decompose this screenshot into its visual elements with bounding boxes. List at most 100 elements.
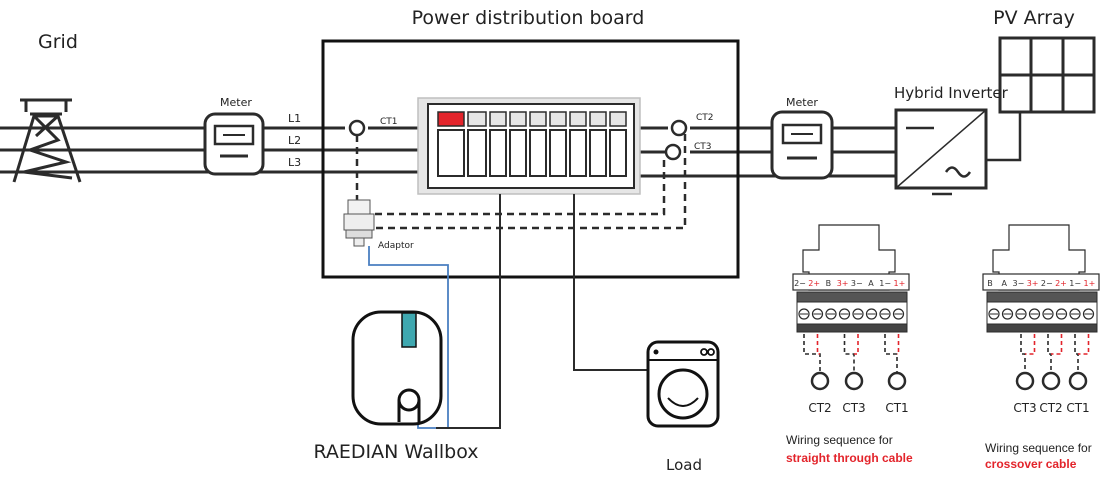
ct-wire-positive bbox=[1078, 334, 1090, 355]
ct-signal-wires bbox=[355, 134, 687, 230]
ct-wire-positive bbox=[1051, 334, 1063, 355]
pv-array-label: PV Array bbox=[993, 7, 1075, 29]
adaptor-label: Adaptor bbox=[378, 241, 414, 251]
crossover-caption-line1: Wiring sequence for bbox=[985, 441, 1092, 455]
washing-machine-icon bbox=[646, 340, 720, 428]
adaptor-icon bbox=[343, 199, 375, 247]
pin-label: B bbox=[826, 279, 832, 288]
pin-label: 1− bbox=[879, 279, 891, 288]
ct-ring-icon bbox=[1015, 371, 1035, 391]
pin-label: 1+ bbox=[894, 279, 906, 288]
breaker-handle bbox=[589, 111, 607, 127]
breaker-body bbox=[589, 129, 607, 177]
meter-left-icon bbox=[203, 112, 265, 176]
breaker-handle bbox=[569, 111, 587, 127]
ct-label: CT1 bbox=[885, 401, 908, 415]
pin-label: 2+ bbox=[1055, 279, 1067, 288]
ct-ring-icon bbox=[810, 371, 830, 391]
ct3-label: CT3 bbox=[694, 142, 712, 152]
breaker-handle bbox=[529, 111, 547, 127]
wallbox-icon bbox=[351, 310, 443, 426]
pin-label: 2− bbox=[1041, 279, 1053, 288]
ct-label: CT2 bbox=[1039, 401, 1062, 415]
l1-label: L1 bbox=[288, 112, 301, 125]
ct-ring-icon bbox=[887, 371, 907, 391]
ct-wire-negative bbox=[884, 334, 898, 372]
breaker-handle bbox=[509, 111, 527, 127]
pv-to-inverter-cable bbox=[986, 112, 1022, 162]
load-label: Load bbox=[666, 456, 702, 474]
ct-label: CT1 bbox=[1066, 401, 1089, 415]
ct-wire-negative bbox=[803, 334, 821, 372]
meter-left-label: Meter bbox=[220, 96, 252, 109]
supply-lines bbox=[436, 194, 648, 429]
breaker-row bbox=[437, 111, 627, 177]
terminal-block-top bbox=[986, 291, 1098, 303]
terminal-block-base bbox=[796, 323, 908, 333]
pin-label: A bbox=[1001, 279, 1007, 288]
pin-label-strip bbox=[792, 273, 910, 291]
pin-label: B bbox=[987, 279, 993, 288]
breaker-body bbox=[437, 129, 465, 177]
ct-wire-negative bbox=[1020, 334, 1026, 372]
grid-label: Grid bbox=[38, 31, 78, 53]
pin-label: 3− bbox=[1013, 279, 1025, 288]
breaker-body bbox=[529, 129, 547, 177]
ct-wire-positive bbox=[854, 334, 859, 355]
ct2-label: CT2 bbox=[696, 113, 714, 123]
board-title: Power distribution board bbox=[412, 7, 645, 29]
ct-wire-positive bbox=[1025, 334, 1036, 355]
distribution-board bbox=[321, 39, 740, 279]
breaker-body bbox=[569, 129, 587, 177]
ct3-sensor bbox=[664, 143, 682, 161]
ct-wire-negative bbox=[1074, 334, 1079, 372]
meter-right-icon bbox=[770, 110, 834, 180]
pin-label: A bbox=[868, 279, 874, 288]
breaker-handle bbox=[489, 111, 507, 127]
pin-label-strip bbox=[982, 273, 1100, 291]
ct-ring-icon bbox=[1068, 371, 1088, 391]
breaker-body bbox=[509, 129, 527, 177]
terminal-block-top bbox=[796, 291, 908, 303]
breaker-body bbox=[489, 129, 507, 177]
ct-wire-positive bbox=[816, 334, 820, 355]
breaker-handle bbox=[467, 111, 487, 127]
l3-label: L3 bbox=[288, 156, 301, 169]
pv-panel-icon bbox=[998, 36, 1096, 114]
hybrid-inverter-icon bbox=[894, 108, 988, 196]
pin-label: 3+ bbox=[837, 279, 849, 288]
ct-wire-positive bbox=[897, 334, 900, 355]
breaker-handle bbox=[549, 111, 567, 127]
grid-tower-icon bbox=[12, 98, 82, 183]
pin-label: 3− bbox=[851, 279, 863, 288]
ct-label: CT3 bbox=[1013, 401, 1036, 415]
pin-label: 1+ bbox=[1084, 279, 1096, 288]
pin-label: 1− bbox=[1069, 279, 1081, 288]
breaker-body bbox=[549, 129, 567, 177]
straight-caption-line1: Wiring sequence for bbox=[786, 433, 893, 447]
wallbox-label: RAEDIAN Wallbox bbox=[313, 441, 478, 463]
breaker-body bbox=[609, 129, 627, 177]
ct-wire-negative bbox=[843, 334, 855, 372]
ct-ring-icon bbox=[844, 371, 864, 391]
pin-label: 2+ bbox=[808, 279, 820, 288]
crossover-caption-line2: crossover cable bbox=[985, 457, 1077, 471]
breaker-handle bbox=[437, 111, 465, 127]
breaker-body bbox=[467, 129, 487, 177]
breaker-panel bbox=[417, 97, 641, 195]
breaker-handle bbox=[609, 111, 627, 127]
pin-label: 3+ bbox=[1027, 279, 1039, 288]
pin-label: 2− bbox=[794, 279, 806, 288]
hybrid-inverter-label: Hybrid Inverter bbox=[894, 84, 1009, 102]
ct1-label: CT1 bbox=[380, 117, 398, 127]
meter-right-label: Meter bbox=[786, 96, 818, 109]
ct1-sensor bbox=[348, 119, 366, 137]
straight-caption-line2: straight through cable bbox=[786, 451, 913, 465]
ct-wire-negative bbox=[1047, 334, 1052, 372]
l2-label: L2 bbox=[288, 134, 301, 147]
ct-ring-icon bbox=[1041, 371, 1061, 391]
